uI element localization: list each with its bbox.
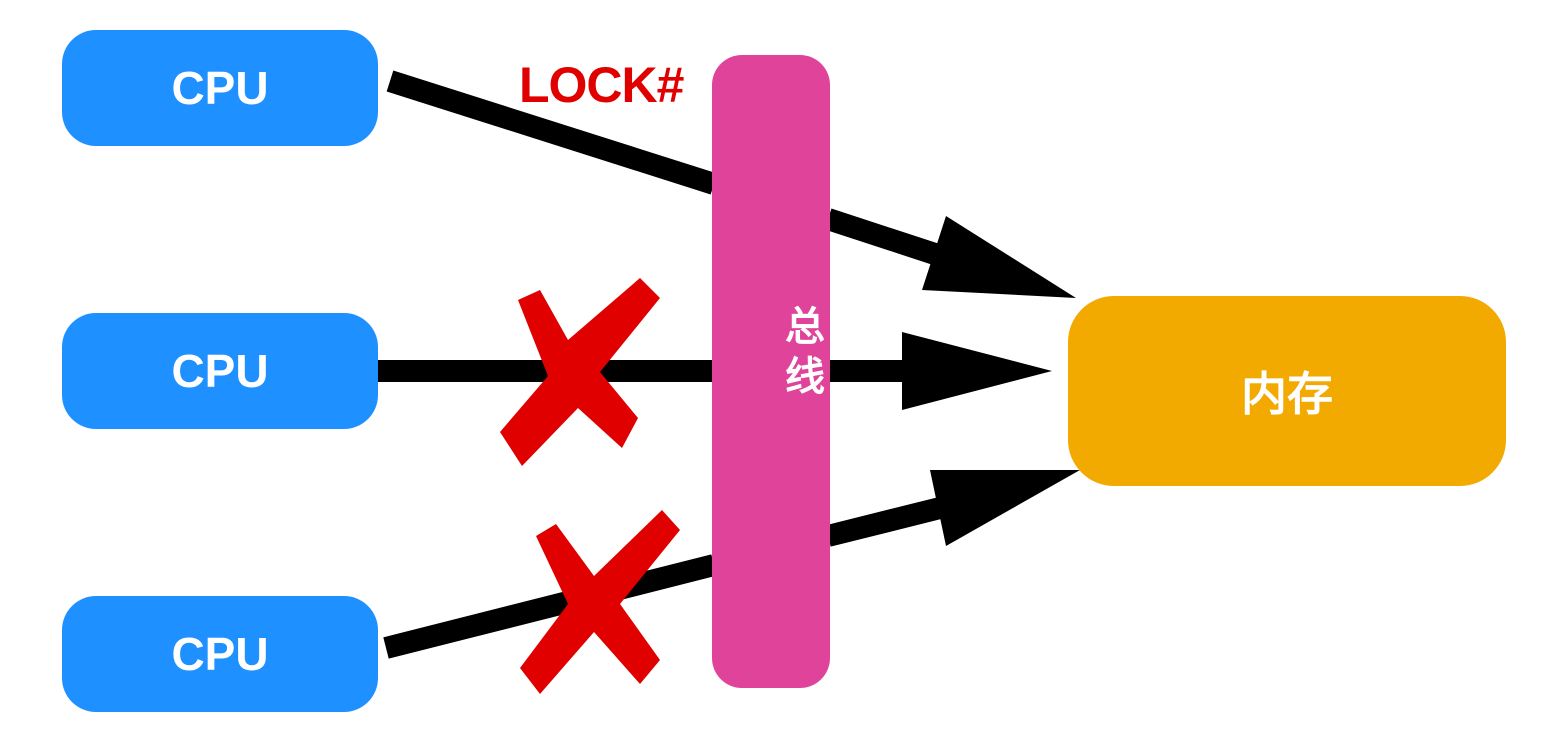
memory-label: 内存 <box>1241 368 1333 420</box>
cpu-label: CPU <box>171 62 269 114</box>
cpu1-arrow-shaft-left <box>386 70 718 195</box>
cpu3-arrow-shaft-left <box>383 554 717 659</box>
cpu1-arrow-shaft-right <box>824 208 948 268</box>
cpu3-arrowhead <box>930 470 1080 546</box>
cpu-box-3: CPU <box>62 596 378 712</box>
cross-icon-cpu3 <box>520 510 680 694</box>
cpu-box-1: CPU <box>62 30 378 146</box>
lock-signal-label: LOCK# <box>519 57 684 113</box>
cpu-label: CPU <box>171 345 269 397</box>
cpu3-arrow-shaft-right <box>825 497 943 547</box>
memory-box: 内存 <box>1068 296 1506 486</box>
cpu1-arrowhead <box>922 216 1076 298</box>
cpu-box-2: CPU <box>62 313 378 429</box>
cpu-label: CPU <box>171 628 269 680</box>
cpu2-arrowhead <box>902 332 1052 410</box>
bus-bar: 总线 <box>712 55 830 688</box>
cross-icon-cpu2 <box>500 278 660 466</box>
bus-label: 总线 <box>779 305 823 405</box>
